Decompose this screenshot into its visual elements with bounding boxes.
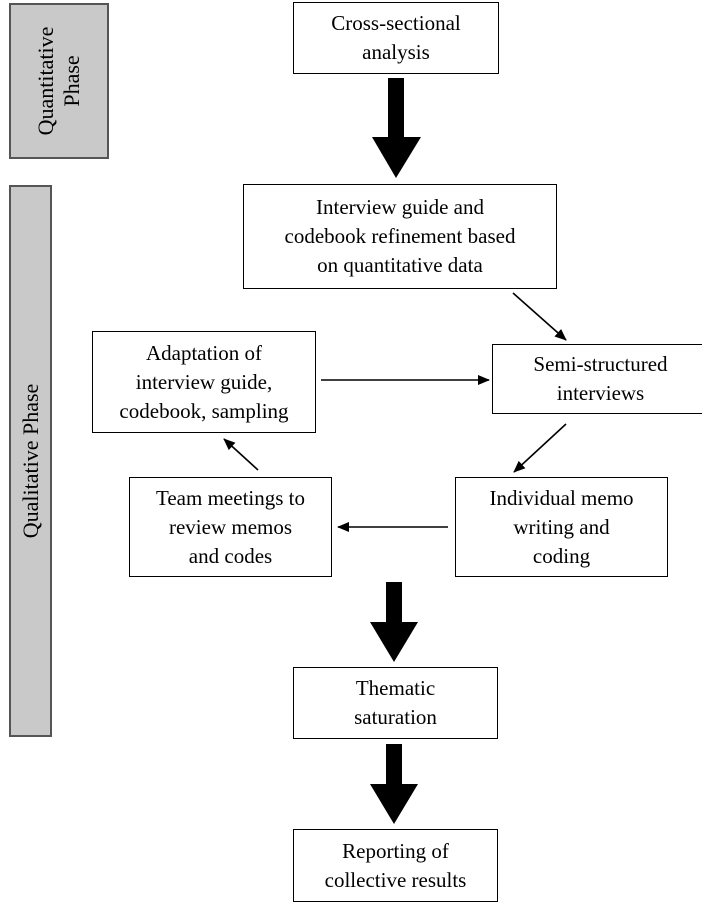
arrow-guide-to-semi bbox=[512, 292, 567, 341]
arrow-thematic-to-reporting bbox=[370, 744, 418, 824]
arrow-team-to-adaptation bbox=[223, 438, 259, 471]
adaptation-box: Adaptation of interview guide, codebook,… bbox=[92, 331, 316, 433]
interview-guide-refinement-box: Interview guide and codebook refinement … bbox=[243, 184, 557, 289]
cross-sectional-analysis-box: Cross-sectional analysis bbox=[293, 2, 499, 74]
team-meetings-box: Team meetings to review memos and codes bbox=[129, 477, 332, 577]
thematic-saturation-box: Thematic saturation bbox=[293, 667, 498, 739]
arrow-cross-to-guide bbox=[372, 78, 421, 178]
qualitative-phase-panel: Qualitative Phase bbox=[9, 185, 52, 737]
arrow-iteration-to-thematic bbox=[370, 582, 418, 662]
arrow-semi-to-memo bbox=[513, 423, 567, 473]
quantitative-phase-panel: Quantitative Phase bbox=[9, 3, 109, 159]
individual-memo-writing-box: Individual memo writing and coding bbox=[455, 477, 668, 577]
semi-structured-interviews-box: Semi-structured interviews bbox=[492, 344, 702, 414]
reporting-results-box: Reporting of collective results bbox=[293, 829, 498, 902]
